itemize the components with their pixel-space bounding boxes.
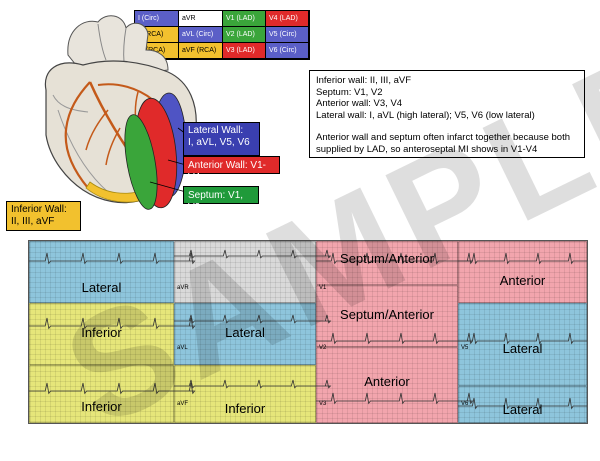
lead-mark: V5 xyxy=(461,345,469,351)
lead-cell: aVF (RCA) xyxy=(179,43,223,59)
lead-cell: V4 (LAD) xyxy=(266,11,309,27)
ecg-tracing-grid: Lateral Inferior Inferior Lateral Inferi… xyxy=(28,240,588,424)
ecg-trace xyxy=(174,249,332,259)
anterior-wall-label: Anterior Wall: V1-V4 xyxy=(183,156,280,183)
lead-mark: aVF xyxy=(177,401,189,407)
lead-cell: V5 (Circ) xyxy=(266,27,309,43)
ecg-panel-lead-v3: Anterior xyxy=(316,347,458,423)
panel-label: Septum/Anterior xyxy=(340,306,434,322)
heart-illustration xyxy=(44,15,197,210)
ecg-trace xyxy=(316,392,474,405)
info-line: Lateral wall: I, aVL (high lateral); V5,… xyxy=(316,109,535,121)
lateral-wall-label: Lateral Wall: I, aVL, V5, V6 xyxy=(183,122,260,156)
panel-label: Septum/Anterior xyxy=(340,250,434,266)
lateral-wall-leads: I, aVL, V5, V6 xyxy=(188,137,250,148)
lead-cell: V6 (Circ) xyxy=(266,43,309,59)
ecg-panel-lead-ii: Inferior xyxy=(29,303,174,365)
ecg-trace xyxy=(458,332,587,345)
lead-mark: V3 xyxy=(319,401,327,407)
ecg-panel-lead-v6: Lateral xyxy=(458,386,587,423)
anterior-wall-text: Anterior Wall: V1-V4 xyxy=(188,160,266,183)
inferior-wall-leads: II, III, aVF xyxy=(11,216,55,227)
lead-cell: V1 (LAD) xyxy=(223,11,266,27)
ecg-panel-lead-avl: Lateral xyxy=(174,303,316,365)
ecg-trace xyxy=(458,252,587,265)
panel-label: Anterior xyxy=(364,373,410,389)
lead-mark: V2 xyxy=(319,345,327,351)
panel-label: Lateral xyxy=(502,341,543,356)
lead-cell: V2 (LAD) xyxy=(223,27,266,43)
ecg-trace xyxy=(29,382,196,395)
info-box: Inferior wall: II, III, aVF Septum: V1, … xyxy=(309,70,585,158)
info-line: Septum: V1, V2 xyxy=(316,86,383,98)
ecg-trace xyxy=(316,332,474,345)
ecg-panel-lead-iii: Inferior xyxy=(29,365,174,423)
panel-label: Inferior xyxy=(81,398,122,414)
ecg-trace xyxy=(458,397,587,410)
ecg-panel-lead-i: Lateral xyxy=(29,241,174,303)
lead-cell: aVR xyxy=(179,11,223,27)
ecg-panel-lead-avr xyxy=(174,241,316,303)
panel-label: Lateral xyxy=(225,324,265,340)
ecg-trace xyxy=(174,379,332,389)
septum-label: Septum: V1, V2 xyxy=(183,186,259,213)
panel-label: Lateral xyxy=(502,402,543,417)
ecg-panel-lead-v1: Septum/Anterior xyxy=(316,241,458,285)
panel-label: Anterior xyxy=(499,272,546,288)
lead-mark: aVR xyxy=(177,285,189,291)
panel-label: Inferior xyxy=(81,324,122,340)
ecg-panel-lead-avf: Inferior xyxy=(174,365,316,423)
septum-text: Septum: V1, V2 xyxy=(188,190,244,213)
panel-label: Lateral xyxy=(81,279,122,295)
info-line: Inferior wall: II, III, aVF xyxy=(316,75,412,86)
info-line: Anterior wall: V3, V4 xyxy=(316,98,403,109)
lead-mark: V6 xyxy=(461,401,469,407)
lead-cell: I (Circ) xyxy=(135,11,179,27)
lateral-wall-title: Lateral Wall: xyxy=(188,125,244,136)
ecg-panel-lead-v4: Anterior xyxy=(458,241,587,303)
info-note: Anterior wall and septum often infarct t… xyxy=(316,132,571,155)
lead-cell: V3 (LAD) xyxy=(223,43,266,59)
ecg-panel-lead-v5: Lateral xyxy=(458,303,587,386)
ecg-traces xyxy=(29,249,587,410)
ecg-trace xyxy=(174,314,332,324)
lead-cell: aVL (Circ) xyxy=(179,27,223,43)
panel-label: Inferior xyxy=(224,400,266,416)
inferior-wall-label: Inferior Wall: II, III, aVF xyxy=(6,201,81,231)
inferior-wall-title: Inferior Wall: xyxy=(11,204,67,215)
lead-mark: V1 xyxy=(319,285,327,291)
ecg-trace xyxy=(29,252,196,265)
lead-mark: aVL xyxy=(177,345,188,351)
ecg-panel-lead-v2: Septum/Anterior xyxy=(316,285,458,347)
ecg-trace xyxy=(29,317,196,330)
